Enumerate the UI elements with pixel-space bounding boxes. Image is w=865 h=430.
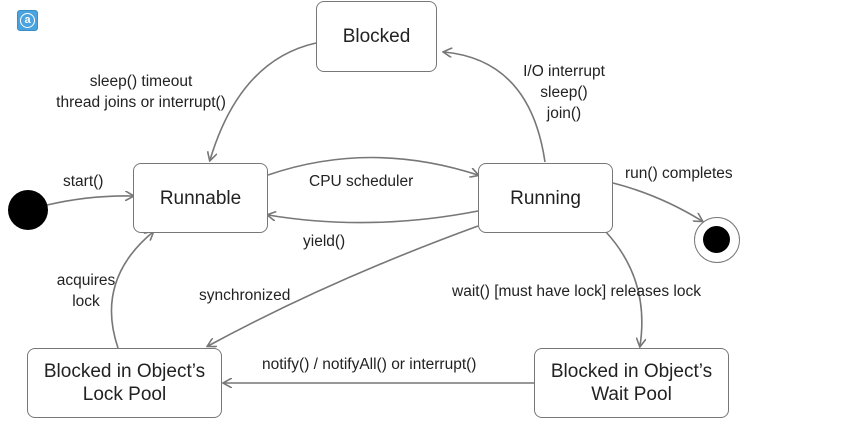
final-state-core [703,226,730,253]
arrow-runnable-to-running [267,156,478,176]
state-running-label: Running [510,187,581,209]
label-acquires-lock: acquires lock [56,272,116,310]
state-lock-pool: Blocked in Object’s Lock Pool [27,348,222,418]
label-cpu-scheduler: CPU scheduler [309,173,414,190]
arrow-start [46,196,133,206]
label-yield: yield() [303,233,346,250]
final-state [694,217,740,263]
arrow-running-to-lockpool [208,225,479,346]
label-start: start() [63,173,104,190]
label-synchronized: synchronized [199,287,291,304]
arrow-running-to-blocked [444,52,546,163]
label-notify: notify() / notifyAll() or interrupt() [262,356,477,373]
initial-state [8,190,48,230]
label-io-interrupt: I/O interrupt sleep() join() [523,63,605,122]
arrow-running-to-final [612,182,702,221]
state-running: Running [478,163,613,233]
state-runnable: Runnable [133,163,268,233]
state-wait-pool: Blocked in Object’s Wait Pool [534,348,729,418]
state-lock-pool-label: Blocked in Object’s Lock Pool [43,361,206,405]
arrow-running-to-runnable [268,210,479,224]
state-blocked: Blocked [316,1,437,72]
arrow-blocked-to-runnable [210,42,317,160]
label-run-completes: run() completes [625,165,733,182]
label-wait: wait() [must have lock] releases lock [452,283,701,300]
app-badge-icon: a [17,10,38,31]
arrow-lockpool-to-runnable [110,232,153,349]
arrow-running-to-waitpool [605,231,642,346]
state-blocked-label: Blocked [342,26,411,47]
state-wait-pool-label: Blocked in Object’s Wait Pool [550,361,713,405]
label-sleep-timeout: sleep() timeout thread joins or interrup… [56,73,226,111]
state-runnable-label: Runnable [159,187,242,209]
at-symbol-icon: a [20,13,35,28]
